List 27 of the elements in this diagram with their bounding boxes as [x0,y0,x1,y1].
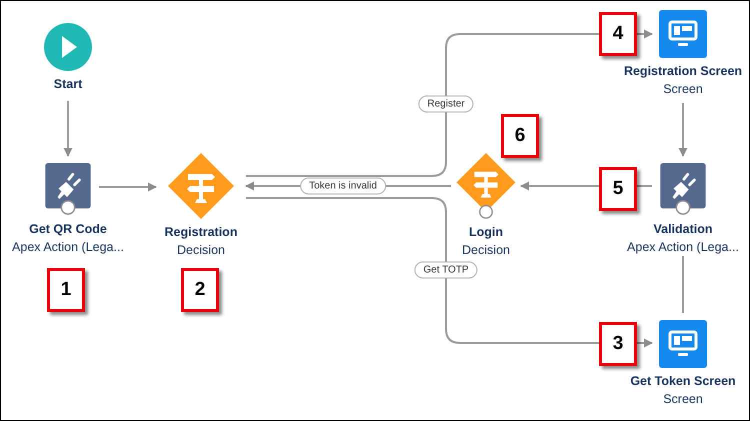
arrow [246,30,653,177]
node-title: Login [468,224,503,241]
callout-number: 2 [181,268,219,312]
node-title: Get Token Screen [630,373,736,390]
edge-label: Register [418,96,474,112]
node-type: Decision [462,242,510,259]
callout-number: 1 [47,268,85,312]
node-type: Screen [663,391,703,408]
node-type: Decision [177,242,225,259]
arrow [99,182,157,192]
node-title: Get QR Code [29,221,107,238]
arrow [246,197,653,348]
arrow [64,101,72,157]
edge-label: Token is invalid [300,178,386,194]
arrow [678,103,688,157]
node-type: Screen [663,81,703,98]
callout-number: 5 [599,167,637,211]
callout-number: 4 [599,12,637,56]
node-type: Apex Action (Lega... [12,239,124,256]
edge-label: Get TOTP [414,262,478,278]
node-type: Apex Action (Lega... [627,239,739,256]
callout-number: 6 [501,114,539,158]
node-title: Registration [164,224,238,241]
node-title: Registration Screen [624,63,742,80]
callout-number: 3 [599,322,637,366]
node-title: Start [54,76,82,93]
node-title: Validation [653,221,713,238]
